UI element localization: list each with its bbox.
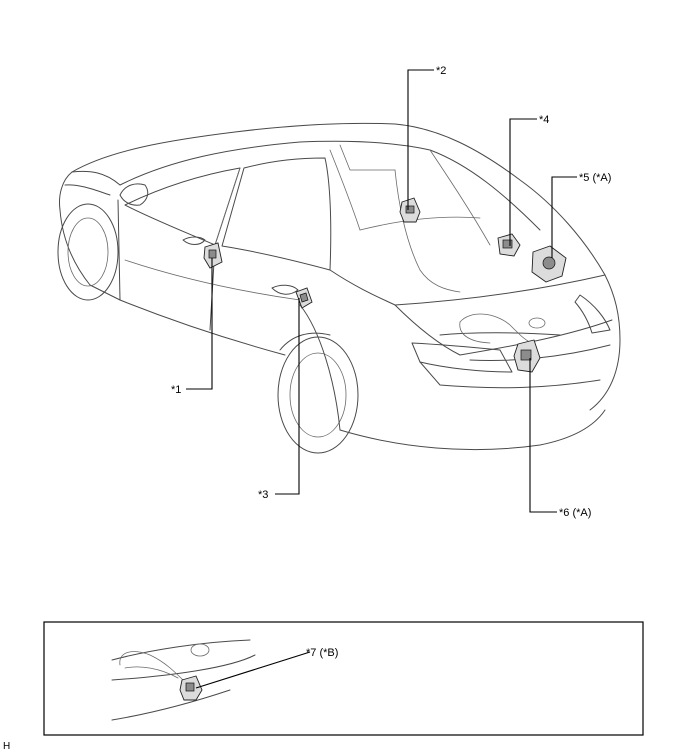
part-5-trunk-latch (531, 245, 567, 283)
vehicle-outline (57, 122, 621, 454)
callout-6-label: *6 (*A) (559, 507, 591, 519)
callout-1-label: *1 (171, 384, 181, 396)
leader-lines (186, 69, 577, 513)
part-6-trunk-lock (513, 339, 541, 373)
callout-7-label: *7 (*B) (306, 647, 338, 659)
part-2-rear-seat-lock (399, 197, 421, 223)
part-3-rear-door-lock (295, 287, 313, 309)
callout-4-label: *4 (539, 114, 549, 126)
inset-detail: *7 (*B) (43, 621, 644, 736)
callout-3-label: *3 (258, 489, 268, 501)
callout-2-label: *2 (436, 65, 446, 77)
part-1-front-door-lock (203, 242, 223, 269)
figure-id: H (3, 741, 11, 752)
part-4-seat-latch (497, 233, 521, 257)
callout-5-label: *5 (*A) (579, 172, 611, 184)
part-7-trunk-lock-alt (179, 675, 203, 701)
inset-frame (43, 621, 644, 736)
